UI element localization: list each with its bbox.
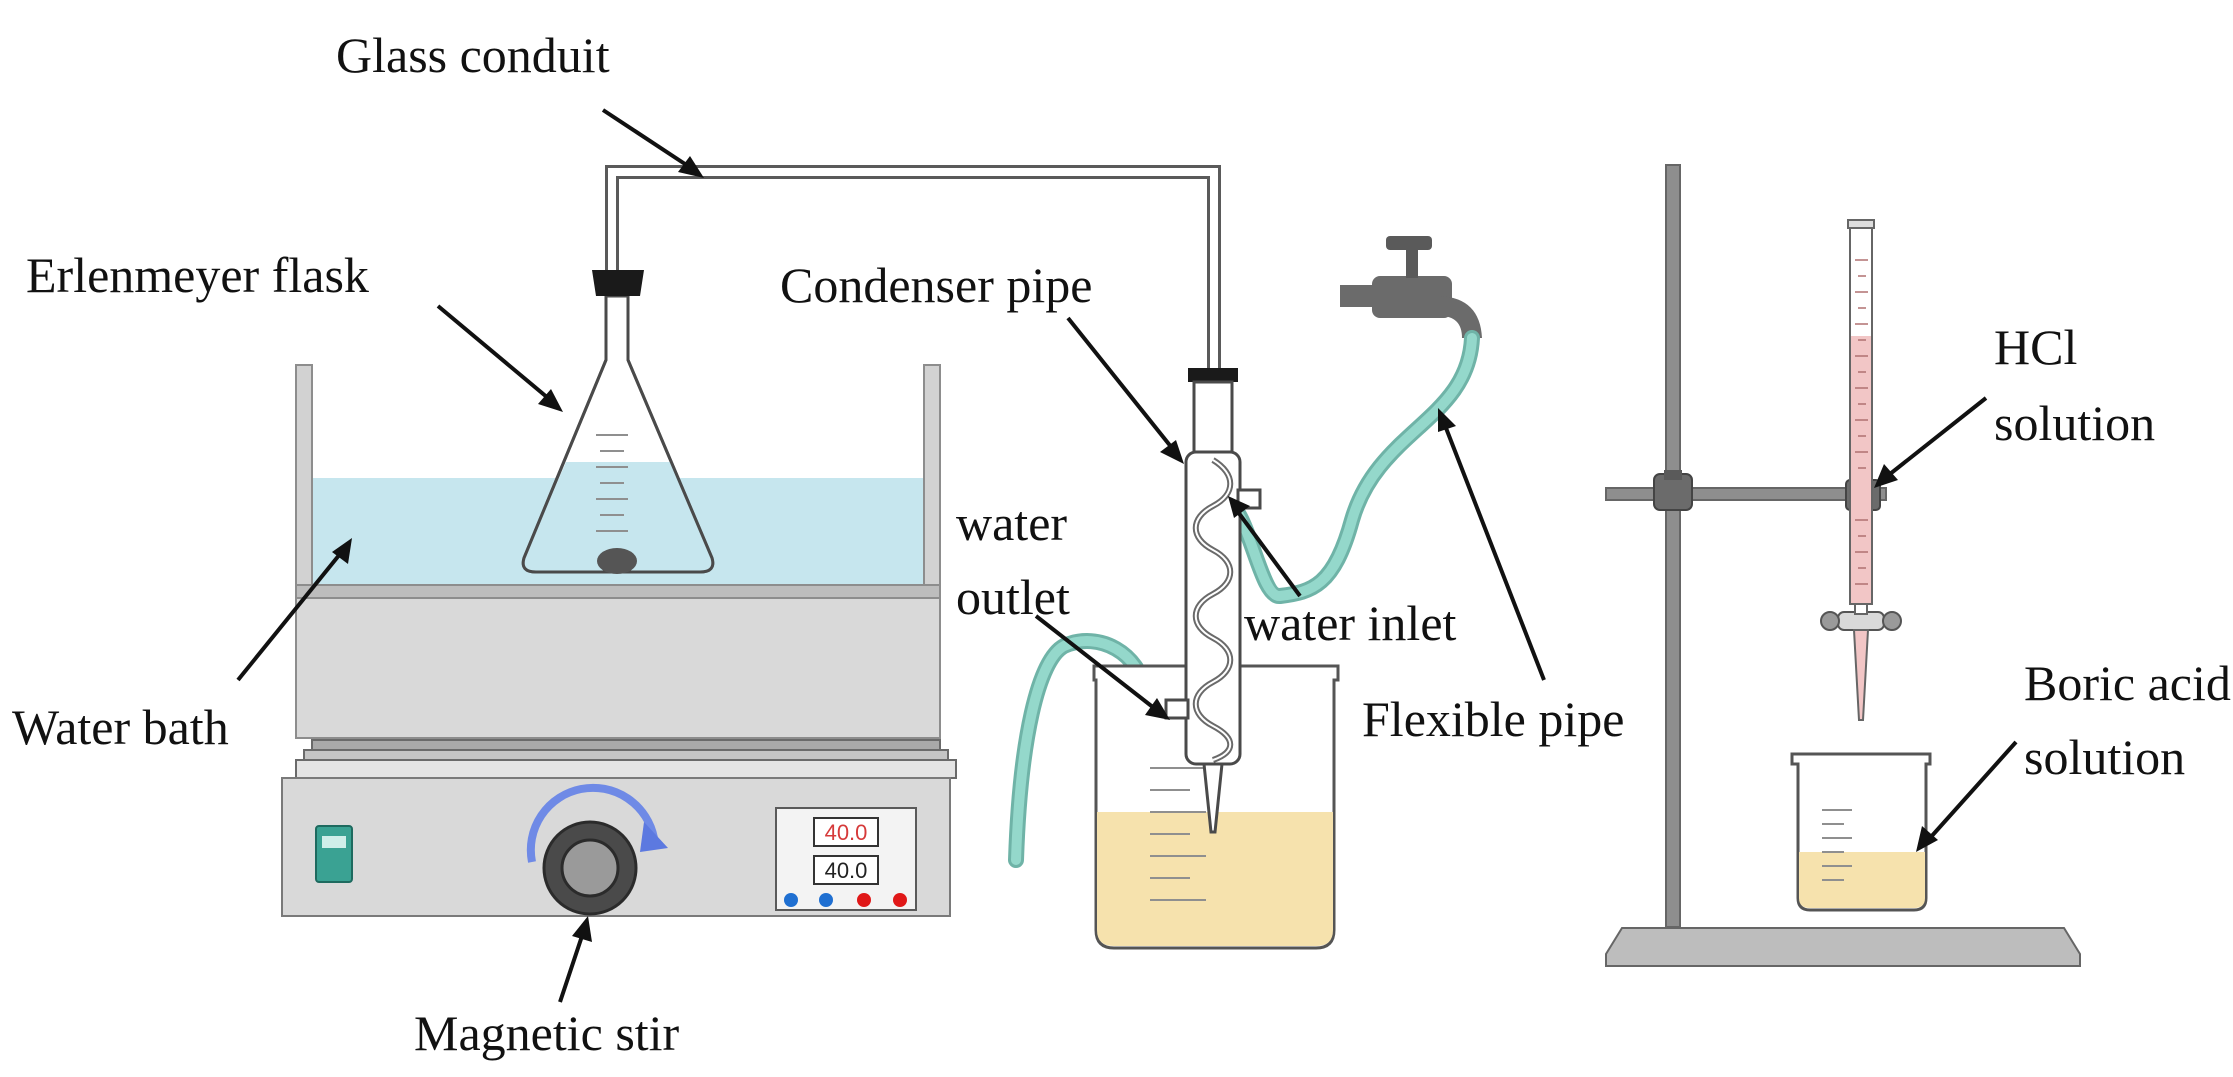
rotation-arrowhead <box>640 822 668 852</box>
condenser-outlet-nozzle <box>1164 698 1190 720</box>
label-water-inlet: water inlet <box>1244 595 1457 651</box>
label-erlenmeyer-flask: Erlenmeyer flask <box>26 247 369 303</box>
rotation-arc <box>526 783 658 863</box>
faucet-body <box>1372 276 1452 318</box>
label-boric-acid-line1: Boric acid <box>2024 655 2231 711</box>
magnetic-stirrer: 40.0 40.0 <box>281 739 957 917</box>
faucet-spout <box>1440 296 1482 338</box>
arrow-water-bath <box>236 538 352 682</box>
arrow-flexible-pipe <box>1438 408 1546 681</box>
condenser-cap <box>1188 368 1238 382</box>
faucet <box>1340 236 1482 338</box>
stand-rod <box>1665 164 1681 928</box>
stir-knob-cap <box>560 838 620 898</box>
arrow-boric-acid <box>1916 740 2018 852</box>
label-water-outlet-line2: outlet <box>956 569 1070 625</box>
bath-body <box>295 597 941 739</box>
power-switch <box>315 825 353 883</box>
bath-right-wall <box>923 364 941 594</box>
condenser-pipe <box>1164 368 1262 834</box>
blue-button <box>784 893 798 907</box>
erlenmeyer-flask <box>521 270 715 574</box>
label-condenser-pipe: Condenser pipe <box>780 257 1092 313</box>
small-beaker-liquid <box>1799 852 1925 908</box>
burette-top <box>1847 219 1875 229</box>
label-hcl-line1: HCl <box>1994 319 2077 375</box>
red-button <box>857 893 871 907</box>
faucet-handle <box>1386 236 1432 250</box>
arrow-glass-conduit <box>601 108 704 178</box>
power-switch-rocker <box>322 836 346 848</box>
label-water-bath: Water bath <box>12 699 229 755</box>
boric-acid-beaker <box>1790 752 1932 912</box>
beaker-liquid <box>1097 812 1333 946</box>
burette-tip <box>1852 629 1870 721</box>
arrow-hcl-solution <box>1874 396 1988 488</box>
blue-button <box>819 893 833 907</box>
stopcock-knob-left <box>1820 611 1840 631</box>
stirrer-plate-base <box>295 759 957 779</box>
temperature-display <box>813 817 879 847</box>
arrow-condenser-pipe <box>1066 316 1184 464</box>
bath-rim <box>295 584 941 599</box>
flexible-pipe <box>1218 330 1480 604</box>
stopcock-knob-right <box>1882 611 1902 631</box>
speed-display <box>813 855 879 885</box>
arrow-water-outlet <box>1034 614 1170 720</box>
speed-reading: 40.0 <box>825 858 868 883</box>
condenser-tip <box>1202 762 1224 834</box>
burette <box>1820 219 1902 721</box>
label-boric-acid-line2: solution <box>2024 729 2185 785</box>
stirrer-plate-mid <box>303 749 949 761</box>
burette-titrant <box>1851 336 1871 603</box>
arrow-magnetic-stir <box>558 916 592 1003</box>
temperature-reading: 40.0 <box>825 820 868 845</box>
label-magnetic-stir: Magnetic stir <box>414 1005 680 1061</box>
red-button <box>893 893 907 907</box>
label-flexible-pipe: Flexible pipe <box>1362 691 1624 747</box>
condenser-neck <box>1192 380 1234 454</box>
flask-stopper <box>592 270 644 296</box>
label-glass-conduit: Glass conduit <box>336 27 610 83</box>
glass-conduit <box>605 165 1221 368</box>
faucet-pipe <box>1340 285 1376 307</box>
burette-graduations <box>1855 259 1868 585</box>
clamp-arm <box>1605 487 1887 501</box>
bath-left-wall <box>295 364 313 594</box>
arrow-erlenmeyer-flask <box>436 304 563 412</box>
flask-liquid <box>523 462 713 572</box>
ring-stand <box>1605 164 2081 967</box>
label-hcl-line2: solution <box>1994 395 2155 451</box>
faucet-stem <box>1406 248 1418 278</box>
label-water-outlet-line1: water <box>956 495 1067 551</box>
stirrer-plate-top <box>311 739 941 751</box>
stir-bar <box>597 548 637 574</box>
stand-base <box>1605 927 2081 967</box>
arrow-water-inlet <box>1228 496 1302 598</box>
